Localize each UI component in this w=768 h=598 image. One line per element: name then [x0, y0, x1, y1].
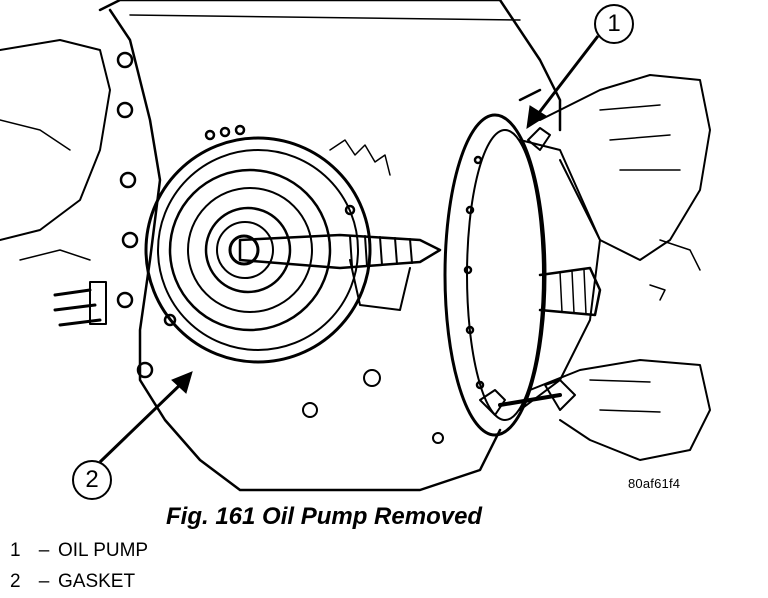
callout-marker-2: 2	[72, 460, 112, 500]
figure-id: 80af61f4	[628, 476, 681, 491]
legend-item-gasket: 2–GASKET	[10, 571, 135, 593]
legend-separator: –	[38, 571, 50, 592]
gasket-ring	[144, 136, 372, 364]
leader-line-2	[98, 380, 185, 464]
arrowhead-1	[526, 105, 547, 129]
oil-pump-illustration	[0, 0, 711, 492]
callout-marker-1: 1	[594, 4, 634, 44]
arrowhead-2	[171, 371, 193, 394]
legend-number: 2	[10, 571, 21, 592]
legend-separator: –	[38, 540, 50, 561]
technician-hand-upper	[539, 74, 711, 261]
figure-caption: Fig. 161 Oil Pump Removed	[166, 503, 483, 530]
technician-hand-lower	[529, 359, 711, 461]
transmission-case	[98, 0, 562, 492]
legend-item-oil-pump: 1–OIL PUMP	[10, 540, 148, 562]
legend-number: 1	[10, 540, 21, 561]
leader-line-1	[533, 35, 600, 119]
legend-label: GASKET	[58, 571, 136, 592]
legend-label: OIL PUMP	[58, 540, 149, 561]
input-shaft	[238, 233, 442, 270]
